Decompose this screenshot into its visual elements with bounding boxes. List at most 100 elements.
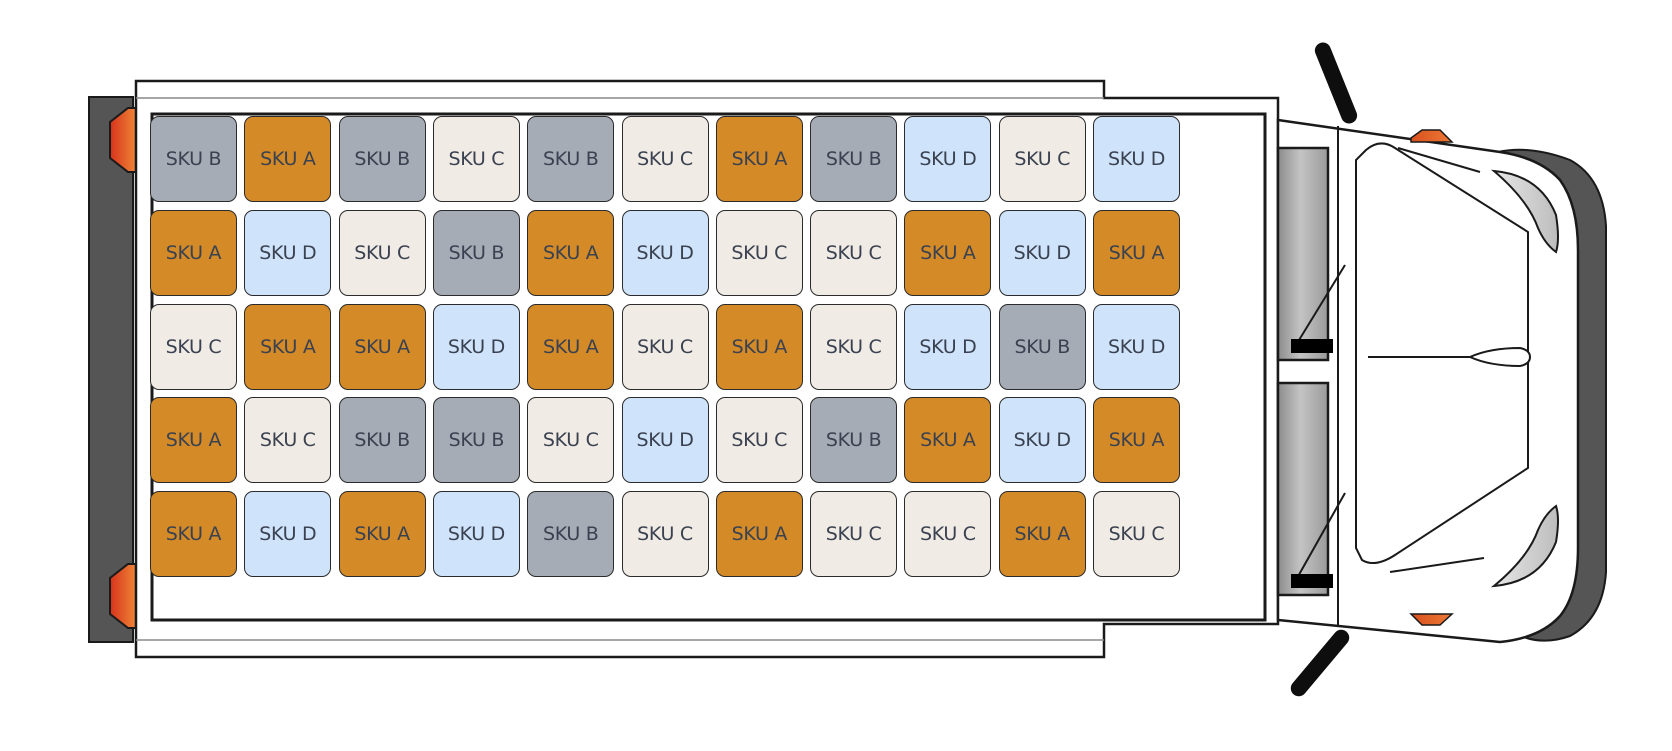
- rear-bumper: [88, 96, 134, 643]
- cargo-tile: SKU C: [904, 491, 992, 578]
- cargo-tile-label: SKU A: [731, 335, 788, 358]
- cargo-tile-label: SKU B: [354, 148, 410, 170]
- side-window-bottom: [1276, 381, 1330, 597]
- cargo-tile: SKU C: [715, 209, 803, 296]
- cargo-tile: SKU A: [244, 116, 332, 202]
- cargo-tile: SKU C: [432, 116, 520, 202]
- cargo-tile-label: SKU A: [542, 335, 599, 358]
- cargo-tile: SKU D: [1093, 303, 1180, 390]
- cargo-tile-label: SKU A: [354, 335, 410, 358]
- cargo-tile: SKU A: [998, 491, 1086, 578]
- cargo-tile-label: SKU A: [260, 148, 316, 170]
- cargo-tile: SKU B: [432, 397, 520, 484]
- cargo-tile: SKU D: [432, 491, 520, 578]
- indicator-top-icon: [1410, 129, 1454, 143]
- indicator-bottom-icon: [1409, 613, 1454, 626]
- cargo-tile-label: SKU B: [825, 148, 882, 170]
- cargo-tile-label: SKU C: [637, 148, 693, 170]
- cargo-tile: SKU D: [998, 397, 1086, 484]
- cargo-tile: SKU D: [998, 209, 1086, 296]
- cargo-tile: SKU C: [621, 116, 709, 202]
- cargo-tile: SKU D: [432, 303, 520, 390]
- headlight-bottom-icon: [1490, 504, 1559, 588]
- cargo-tile: SKU A: [150, 209, 237, 296]
- cargo-tile-label: SKU D: [919, 335, 977, 358]
- cargo-tile: SKU A: [338, 491, 426, 578]
- cargo-tile-label: SKU A: [165, 241, 222, 264]
- cab: [1276, 42, 1607, 697]
- cargo-tile-label: SKU A: [731, 523, 788, 546]
- cargo-tile-label: SKU B: [542, 523, 599, 546]
- cargo-tile-label: SKU D: [1013, 241, 1071, 264]
- cargo-tile-label: SKU D: [919, 148, 977, 170]
- cargo-tile-label: SKU D: [1107, 148, 1166, 170]
- windshield: [1355, 142, 1529, 565]
- cargo-tile: SKU C: [810, 209, 898, 296]
- cargo-tile: SKU C: [527, 397, 615, 484]
- cargo-tile: SKU C: [621, 491, 709, 578]
- cargo-tile-label: SKU B: [542, 148, 599, 170]
- cargo-tile: SKU B: [150, 116, 237, 202]
- cargo-tile: SKU B: [432, 209, 520, 296]
- cargo-tile-label: SKU A: [1014, 523, 1070, 546]
- headlight-top-icon: [1490, 169, 1559, 254]
- cargo-tile: SKU A: [904, 209, 992, 296]
- cargo-tile: SKU B: [527, 491, 615, 578]
- cargo-tile-label: SKU D: [259, 523, 317, 546]
- cargo-tile: SKU D: [1093, 116, 1180, 202]
- cargo-tile-label: SKU A: [542, 241, 599, 264]
- cargo-tile: SKU C: [715, 397, 803, 484]
- cargo-tile: SKU C: [338, 209, 426, 296]
- cargo-tile-label: SKU C: [448, 148, 505, 170]
- cargo-tile-label: SKU B: [1014, 335, 1070, 358]
- cargo-tile-label: SKU D: [1107, 335, 1166, 358]
- cargo-tile-label: SKU B: [448, 429, 505, 452]
- cargo-tile: SKU C: [810, 303, 898, 390]
- wiper-top-icon: [1291, 339, 1333, 353]
- cargo-tile-label: SKU A: [354, 523, 410, 546]
- cargo-tile: SKU D: [621, 397, 709, 484]
- cargo-tile-label: SKU D: [259, 241, 317, 264]
- cargo-tile: SKU D: [244, 209, 332, 296]
- cargo-tile-label: SKU C: [165, 335, 222, 358]
- cargo-tile: SKU C: [810, 491, 898, 578]
- cargo-tile-label: SKU C: [637, 335, 693, 358]
- cargo-tile-label: SKU D: [636, 241, 694, 264]
- cargo-tile: SKU B: [810, 116, 898, 202]
- cargo-tile-label: SKU C: [731, 241, 788, 264]
- cargo-tile-label: SKU D: [447, 523, 505, 546]
- cargo-tile-label: SKU C: [542, 429, 599, 452]
- cargo-tile: SKU A: [527, 209, 615, 296]
- cargo-tile-label: SKU C: [825, 241, 882, 264]
- cargo-tile-label: SKU C: [825, 335, 882, 358]
- cab-body: [1276, 118, 1580, 644]
- cargo-tile-label: SKU A: [260, 335, 316, 358]
- cargo-tile: SKU A: [715, 303, 803, 390]
- cargo-tile-label: SKU C: [1014, 148, 1071, 170]
- cargo-tile-label: SKU C: [1108, 523, 1165, 546]
- cargo-tile-label: SKU C: [259, 429, 316, 452]
- mirror-bottom-icon: [1290, 629, 1350, 697]
- cargo-tile: SKU B: [527, 116, 615, 202]
- wiper-bottom-icon: [1291, 574, 1333, 588]
- cargo-tile: SKU B: [338, 116, 426, 202]
- cargo-tile: SKU A: [904, 397, 992, 484]
- cargo-tile: SKU C: [1093, 491, 1180, 578]
- cargo-tile-label: SKU C: [637, 523, 693, 546]
- cargo-tile-label: SKU A: [731, 148, 788, 170]
- cargo-tile-label: SKU C: [731, 429, 788, 452]
- cargo-tile: SKU C: [244, 397, 332, 484]
- cargo-tile: SKU D: [244, 491, 332, 578]
- cargo-tile: SKU A: [150, 491, 237, 578]
- cargo-tile-label: SKU A: [165, 523, 222, 546]
- emblem-icon: [1467, 346, 1532, 368]
- cargo-tile-label: SKU A: [1108, 429, 1165, 452]
- cargo-tile: SKU A: [715, 116, 803, 202]
- cargo-tile-label: SKU B: [448, 241, 505, 264]
- cargo-tile-label: SKU C: [920, 523, 976, 546]
- cargo-tile: SKU A: [527, 303, 615, 390]
- cargo-tile-label: SKU C: [825, 523, 882, 546]
- cargo-tile-label: SKU C: [354, 241, 410, 264]
- cargo-tile-label: SKU A: [165, 429, 222, 452]
